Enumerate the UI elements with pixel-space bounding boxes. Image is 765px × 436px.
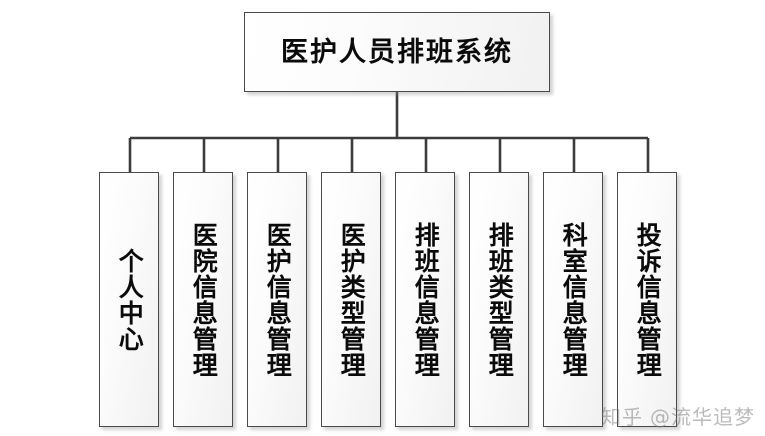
watermark: 知乎 @流华追梦 — [601, 401, 755, 430]
node-medical-staff-type-management: 医护类型管理 — [321, 172, 381, 427]
node-hospital-info-management: 医院信息管理 — [173, 172, 233, 427]
node-label: 投诉信息管理 — [633, 221, 663, 378]
node-personal-center: 个人中心 — [99, 172, 159, 427]
node-label: 个人中心 — [115, 247, 145, 352]
node-label: 医护信息管理 — [263, 221, 293, 378]
watermark-user-label: @流华追梦 — [650, 405, 755, 429]
node-label: 医院信息管理 — [189, 221, 219, 378]
node-label: 排班信息管理 — [411, 221, 441, 378]
watermark-site-label: 知乎 — [601, 405, 643, 429]
root-node-system-title: 医护人员排班系统 — [244, 12, 550, 92]
node-label: 医护类型管理 — [337, 221, 367, 378]
node-department-info-management: 科室信息管理 — [543, 172, 603, 427]
node-complaint-info-management: 投诉信息管理 — [617, 172, 677, 427]
root-node-label: 医护人员排班系统 — [281, 36, 513, 68]
node-label: 科室信息管理 — [559, 221, 589, 378]
node-medical-staff-info-management: 医护信息管理 — [247, 172, 307, 427]
node-schedule-type-management: 排班类型管理 — [469, 172, 529, 427]
node-label: 排班类型管理 — [485, 221, 515, 378]
node-schedule-info-management: 排班信息管理 — [395, 172, 455, 427]
